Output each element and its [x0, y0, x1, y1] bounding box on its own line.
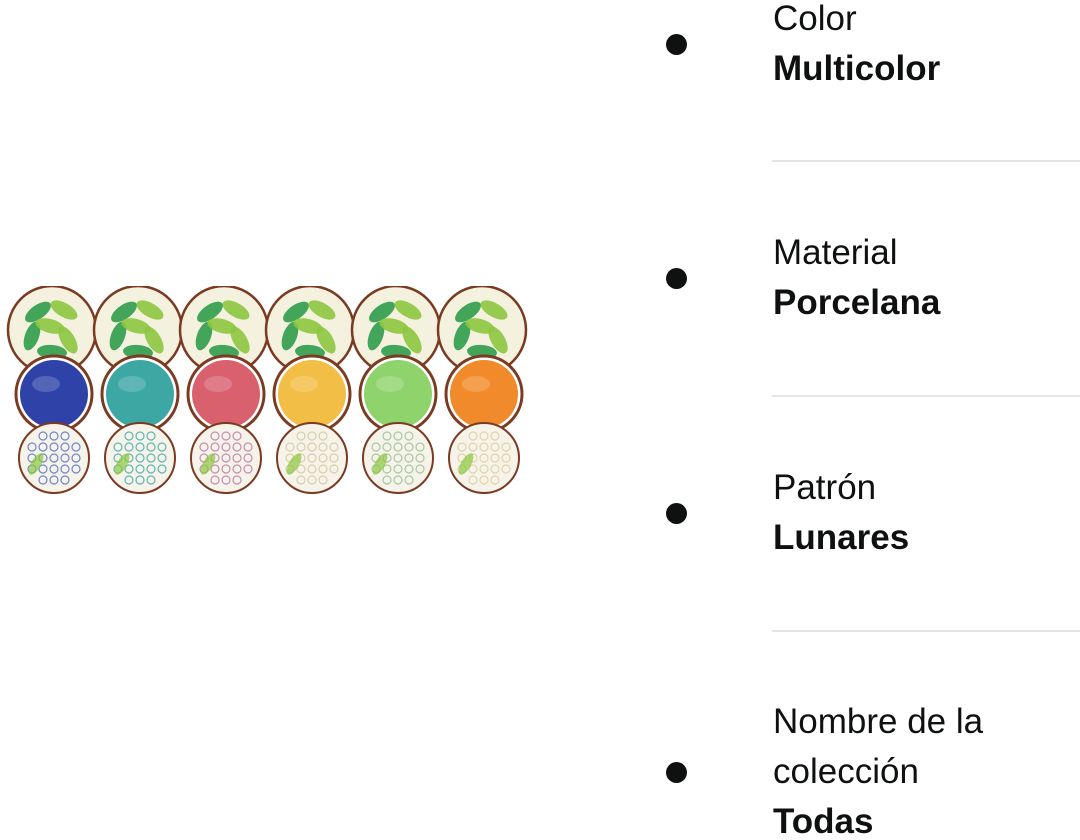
bullet-icon [666, 34, 687, 55]
attribute-material: Material Porcelana [773, 228, 1073, 328]
dessert-plate [190, 422, 262, 494]
bullet-icon [666, 762, 687, 783]
bowl [14, 354, 94, 434]
dinner-plates-row [6, 286, 528, 376]
bowl [444, 354, 524, 434]
dessert-plate [104, 422, 176, 494]
dinner-plate [436, 286, 528, 376]
attribute-collection: Nombre de la colección Todas [773, 697, 1033, 840]
bullet-icon [666, 503, 687, 524]
bowl [358, 354, 438, 434]
dessert-plate [18, 422, 90, 494]
divider [772, 160, 1080, 162]
bowls-row [14, 354, 524, 434]
attribute-pattern: Patrón Lunares [773, 463, 1073, 563]
attribute-label: Nombre de la colección [773, 702, 984, 791]
attribute-value: Todas [773, 802, 874, 840]
dessert-plate [362, 422, 434, 494]
attribute-label: Patrón [773, 468, 877, 507]
dessert-plates-row [18, 422, 520, 494]
dessert-plate [448, 422, 520, 494]
bowl [272, 354, 352, 434]
dinner-plate [178, 286, 270, 376]
divider [772, 395, 1080, 397]
attribute-color: Color Multicolor [773, 0, 1073, 94]
dinner-plate [264, 286, 356, 376]
attribute-value: Multicolor [773, 49, 941, 88]
bullet-icon [666, 268, 687, 289]
bowl [186, 354, 266, 434]
attribute-value: Porcelana [773, 283, 941, 322]
dinnerware-set-image [6, 286, 528, 494]
attribute-label: Color [773, 0, 857, 38]
attribute-label: Material [773, 233, 898, 272]
bowl [100, 354, 180, 434]
attribute-value: Lunares [773, 518, 910, 557]
dessert-plate [276, 422, 348, 494]
divider [772, 630, 1080, 632]
dinner-plate [350, 286, 442, 376]
